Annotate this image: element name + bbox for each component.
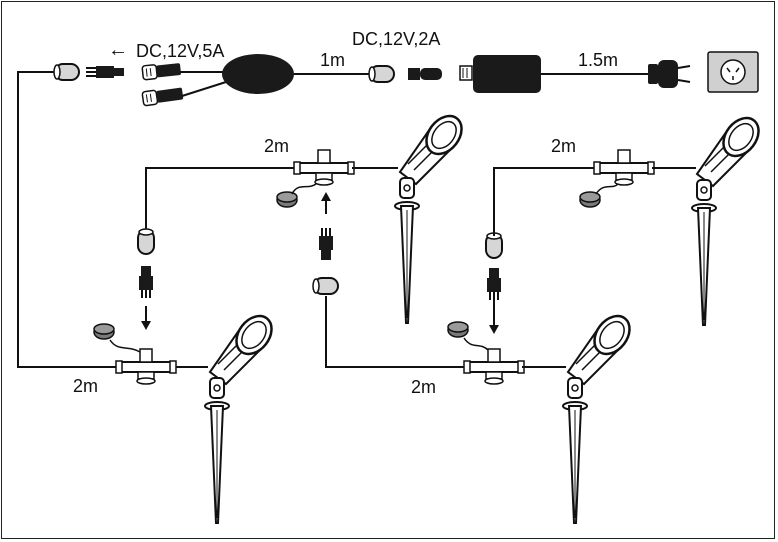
cap-1 (93, 323, 115, 340)
cable-length-2m-top-left: 2m (264, 136, 290, 156)
tee-connector-4 (593, 149, 655, 186)
spotlight-4 (690, 109, 767, 327)
plug-top-left (86, 66, 124, 78)
wall-socket-icon (707, 51, 759, 93)
tee-connector-1 (115, 348, 177, 385)
ring-nut-l3 (312, 277, 339, 295)
splitter-hub (222, 54, 294, 94)
cable-length-1-5m: 1.5m (578, 50, 619, 70)
splitter-plug-upper (141, 63, 181, 81)
plug-top-mid (408, 68, 442, 80)
vplug-l2-down (319, 228, 333, 260)
cap-3 (447, 321, 469, 338)
tee-connector-3 (463, 348, 525, 385)
cable-length-2m-bottom-mid: 2m (411, 377, 437, 397)
wire-l2-feed (145, 167, 297, 235)
arrow-left-icon: ← (108, 39, 128, 61)
dc-jack (459, 65, 473, 81)
cap-4 (579, 191, 601, 208)
spotlight-1 (203, 307, 280, 525)
output-spec-label: DC,12V,5A (136, 41, 225, 61)
power-adapter (473, 55, 541, 93)
feed-wire (17, 71, 118, 368)
cable-length-1m: 1m (320, 50, 346, 70)
input-spec-label: DC,12V,2A (352, 29, 441, 49)
cap-2 (276, 191, 298, 208)
mains-plug (648, 60, 691, 88)
cable-length-2m-top-right: 2m (551, 136, 577, 156)
tee-connector-2 (293, 149, 355, 186)
ring-nut-l2 (137, 228, 155, 255)
ring-nut-top-left (53, 63, 80, 81)
cable-length-2m-bottom-left: 2m (73, 376, 99, 396)
ring-nut-l4 (485, 232, 503, 259)
wire-l3-feed (325, 296, 466, 368)
vplug-l4 (487, 268, 501, 300)
spotlight-2 (393, 107, 470, 325)
splitter-plug-lower (141, 87, 184, 107)
vplug-l2 (139, 266, 153, 298)
ring-nut-top-mid (368, 65, 395, 83)
spotlight-3 (561, 307, 638, 525)
